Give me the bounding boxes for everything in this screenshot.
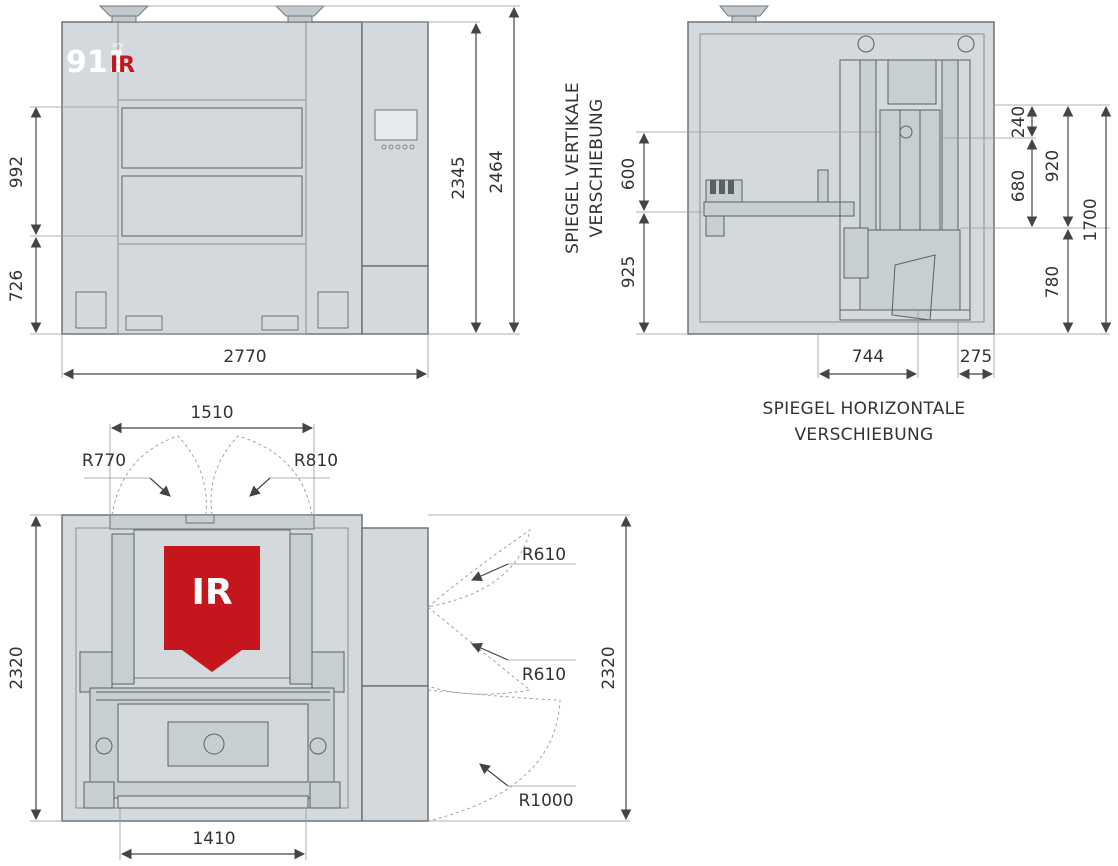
front-height-726: 726 [7,270,27,302]
front-height-992: 992 [7,156,27,188]
vertical-caption-line1: SPIEGEL VERTIKALE [563,82,583,254]
exhaust-hood-left [98,5,150,17]
front-window-lower [121,175,303,237]
side-right-920: 920 [1043,150,1063,182]
side-left-600: 600 [619,158,639,190]
brand-logo: 911 IR ary [66,41,135,80]
front-window-upper [121,107,303,169]
top-view: IR [7,403,632,860]
top-cabinet-lower [361,685,429,822]
front-height-2464: 2464 [487,150,507,193]
front-height-2345: 2345 [449,156,469,199]
side-bottom-744: 744 [852,347,884,367]
control-panel-screen [374,109,418,141]
side-view: 600 925 240 680 920 780 1700 744 275 SPI… [563,5,1112,445]
logo-small: ary [112,41,123,49]
logo-number: 911 [66,45,129,80]
ir-arrow-label: IR [191,572,232,613]
front-control-cabinet [361,21,429,267]
horizontal-caption-line1: SPIEGEL HORIZONTALE [763,399,966,419]
top-cabinet-upper [361,527,429,687]
side-right-680: 680 [1009,170,1029,202]
top-width-1510: 1510 [190,403,233,423]
side-left-925: 925 [619,256,639,288]
radius-r610-lower: R610 [522,665,566,685]
radius-r770: R770 [82,451,126,471]
vertical-caption-line2: VERSCHIEBUNG [587,99,607,238]
front-view: 911 IR ary 992 726 2345 2464 2770 [7,5,520,380]
radius-r610-upper: R610 [522,545,566,565]
top-height-right-2320: 2320 [599,646,619,689]
ir-arrow [164,546,260,672]
radius-r1000: R1000 [518,791,573,811]
horizontal-caption-line2: VERSCHIEBUNG [795,425,934,445]
side-right-1700: 1700 [1081,198,1101,241]
side-right-240: 240 [1009,106,1029,138]
front-width-2770: 2770 [223,347,266,367]
exhaust-hood-right [274,5,326,17]
logo-suffix: IR [110,53,135,78]
side-bottom-275: 275 [960,347,992,367]
top-height-left-2320: 2320 [7,646,27,689]
side-right-780: 780 [1043,266,1063,298]
radius-r810: R810 [294,451,338,471]
top-width-1410: 1410 [192,829,235,849]
